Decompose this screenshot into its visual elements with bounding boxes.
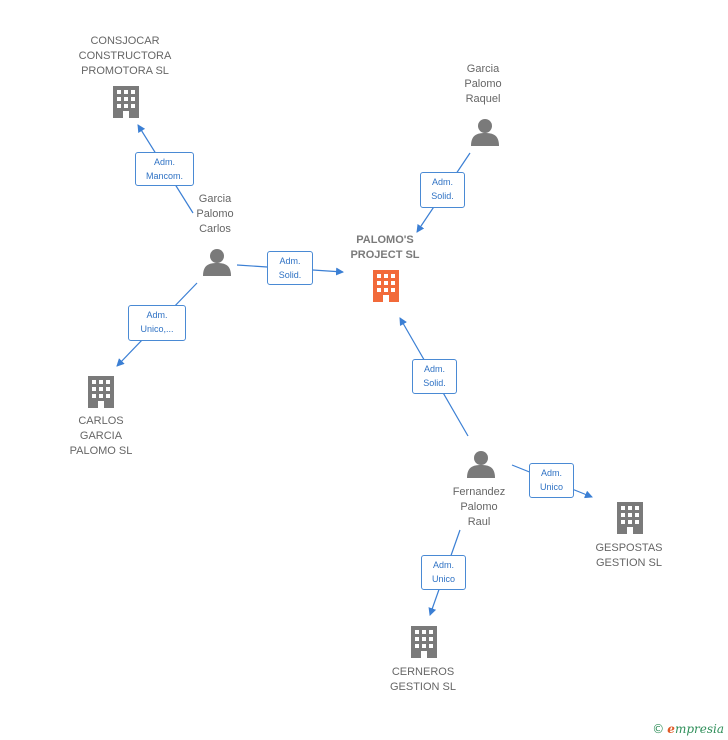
building-icon-gespostas <box>617 502 643 534</box>
building-icon-consjocar <box>113 86 139 118</box>
node-gespostas[interactable]: GESPOSTAS GESTION SL <box>595 542 663 569</box>
node-garcia-palomo-carlos[interactable]: Garcia Palomo Carlos <box>196 193 234 235</box>
person-icon-fernandez-palomo-raul <box>467 451 495 478</box>
edge-label-adm-solid-carlos[interactable]: Adm. Solid. <box>267 251 313 285</box>
node-consjocar[interactable]: CONSJOCAR CONSTRUCTORA PROMOTORA SL <box>78 35 172 77</box>
node-fernandez-palomo-raul[interactable]: Fernandez Palomo Raul <box>452 486 506 528</box>
node-cerneros[interactable]: CERNEROS GESTION SL <box>389 666 457 693</box>
edge-label-adm-mancom[interactable]: Adm. Mancom. <box>135 152 194 186</box>
edge-label-adm-unico-carlos[interactable]: Adm. Unico,... <box>128 305 186 341</box>
edge-label-adm-unico-gespostas[interactable]: Adm. Unico <box>529 463 574 498</box>
brand-name: mpresia <box>674 722 724 736</box>
edge-label-adm-solid-raul[interactable]: Adm. Solid. <box>412 359 457 394</box>
edge-label-adm-unico-cerneros[interactable]: Adm. Unico <box>421 555 466 590</box>
edge-label-adm-solid-raquel[interactable]: Adm. Solid. <box>420 172 465 208</box>
empresia-brand[interactable]: ©empresia <box>652 722 724 736</box>
building-icon-carlos-garcia-palomo <box>88 376 114 408</box>
building-icon-cerneros <box>411 626 437 658</box>
person-icon-garcia-palomo-carlos <box>203 249 231 276</box>
building-icon-palomos-project <box>373 270 399 302</box>
node-carlos-garcia-palomo[interactable]: CARLOS GARCIA PALOMO SL <box>69 415 133 457</box>
node-palomos-project[interactable]: PALOMO'S PROJECT SL <box>350 234 420 261</box>
person-icon-garcia-palomo-raquel <box>471 119 499 146</box>
brand-initial: e <box>667 722 675 736</box>
copyright-icon: © <box>652 722 665 736</box>
node-garcia-palomo-raquel[interactable]: Garcia Palomo Raquel <box>464 63 502 105</box>
